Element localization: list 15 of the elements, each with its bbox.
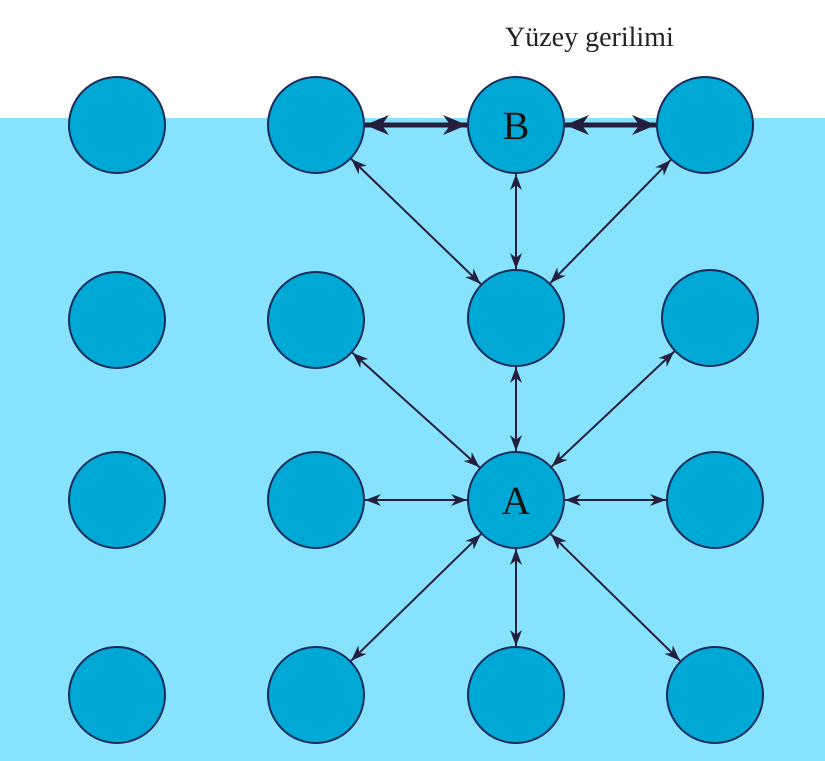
force-arrow: [350, 534, 482, 662]
force-arrow: [551, 350, 675, 468]
force-arrow: [365, 494, 467, 506]
molecule-circle: B: [467, 76, 565, 174]
force-arrow: [550, 534, 681, 662]
force-arrow: [365, 115, 467, 135]
force-arrow: [550, 159, 672, 284]
caption-text: Yüzey gerilimi: [505, 22, 674, 54]
force-arrow: [350, 158, 482, 285]
force-arrow: [510, 367, 522, 451]
force-arrow: [352, 352, 480, 468]
force-arrow: [510, 549, 522, 646]
force-arrow: [565, 494, 666, 506]
force-arrow: [565, 115, 656, 135]
force-arrow: [510, 174, 522, 269]
